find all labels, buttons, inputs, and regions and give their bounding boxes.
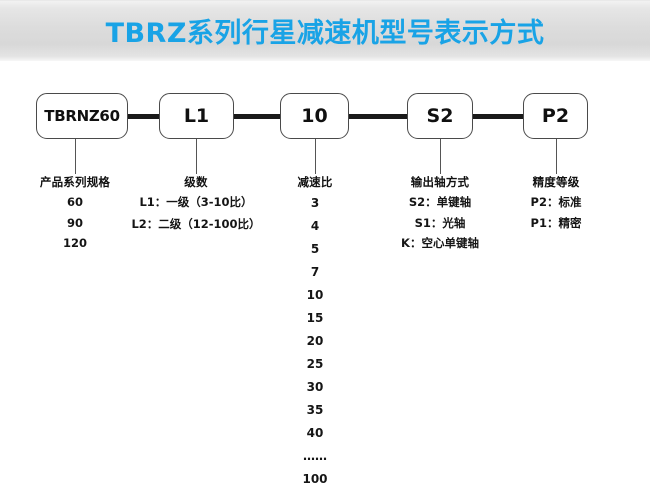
column-item: 60 — [66, 195, 83, 209]
column-item: …… — [303, 449, 327, 463]
drop-line-precision — [556, 139, 558, 174]
node-box-precision[interactable]: P2 — [523, 93, 588, 139]
drop-line-series — [75, 139, 77, 174]
column-heading-series: 产品系列规格 — [39, 175, 111, 189]
column-ratio: 减速比 3 4 5 7 10 15 20 25 30 35 40 …… 100 — [265, 174, 365, 496]
node-box-stage[interactable]: L1 — [159, 93, 234, 139]
column-item: 120 — [62, 236, 87, 250]
column-item: 90 — [66, 215, 83, 230]
drop-line-ratio — [315, 139, 317, 174]
column-item: S2：单键轴 — [408, 195, 472, 209]
model-code-diagram: TBRNZ60 L1 10 S2 P2 产品系列规格 60 90 120 级数 … — [0, 60, 650, 485]
column-item: 20 — [306, 334, 324, 348]
column-item: L2：二级（12-100比） — [131, 216, 261, 231]
page-title: TBRZ系列行星减速机型号表示方式 — [105, 17, 545, 49]
node-box-ratio[interactable]: 10 — [280, 93, 349, 139]
column-item: 5 — [310, 242, 320, 256]
column-item: 3 — [310, 196, 320, 210]
column-output-shaft: 输出轴方式 S2：单键轴 S1：光轴 K：空心单键轴 — [375, 174, 505, 259]
column-item: 7 — [310, 265, 320, 279]
column-item: 4 — [310, 219, 320, 233]
column-item: 10 — [306, 288, 324, 302]
node-box-series[interactable]: TBRNZ60 — [36, 93, 128, 139]
column-stage: 级数 L1：一级（3-10比） L2：二级（12-100比） — [116, 174, 276, 240]
connector-2-3 — [233, 114, 281, 119]
column-item: L1：一级（3-10比） — [139, 195, 253, 209]
column-item: P2：标准 — [530, 195, 582, 209]
column-item: 100 — [302, 472, 328, 486]
connector-3-4 — [348, 114, 408, 119]
column-heading-precision: 精度等级 — [532, 175, 580, 189]
column-item: 35 — [306, 403, 324, 417]
connector-1-2 — [127, 114, 160, 119]
column-heading-output-shaft: 输出轴方式 — [410, 175, 470, 189]
title-band — [0, 0, 650, 61]
node-box-output-shaft[interactable]: S2 — [407, 93, 473, 139]
column-item: 30 — [306, 380, 324, 394]
column-precision: 精度等级 P2：标准 P1：精密 — [501, 174, 611, 238]
column-heading-ratio: 减速比 — [297, 175, 333, 189]
drop-line-stage — [196, 139, 198, 174]
column-series: 产品系列规格 60 90 120 — [15, 174, 135, 259]
column-item: K：空心单键轴 — [401, 236, 479, 250]
drop-line-output-shaft — [440, 139, 442, 174]
connector-4-5 — [472, 114, 524, 119]
column-item: 40 — [306, 426, 324, 440]
column-item: 25 — [306, 357, 324, 371]
column-item: S1：光轴 — [414, 215, 466, 230]
column-heading-stage: 级数 — [184, 175, 208, 189]
column-item: 15 — [306, 311, 324, 325]
column-item: P1：精密 — [530, 215, 582, 230]
